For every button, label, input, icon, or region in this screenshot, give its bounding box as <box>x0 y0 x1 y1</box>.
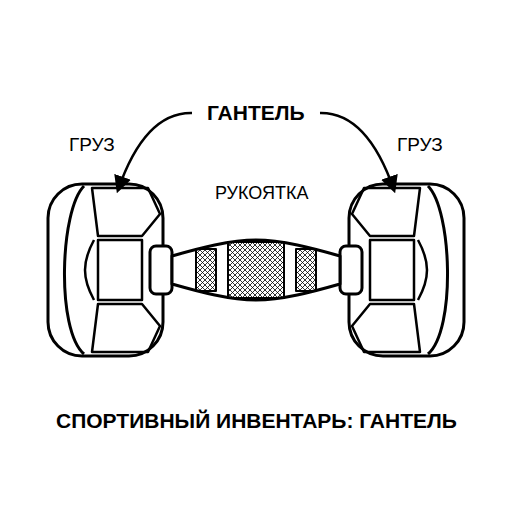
leader-arrow <box>320 113 394 190</box>
left-weight <box>48 184 163 356</box>
leader-arrow <box>118 113 192 190</box>
caption: СПОРТИВНЫЙ ИНВЕНТАРЬ: ГАНТЕЛЬ <box>56 409 457 432</box>
part-label: РУКОЯТКА <box>215 184 308 204</box>
part-label: ГРУЗ <box>69 135 115 156</box>
main-label: ГАНТЕЛЬ <box>203 101 309 124</box>
handle <box>150 240 362 300</box>
right-weight <box>349 184 464 356</box>
part-label: ГРУЗ <box>397 135 443 156</box>
